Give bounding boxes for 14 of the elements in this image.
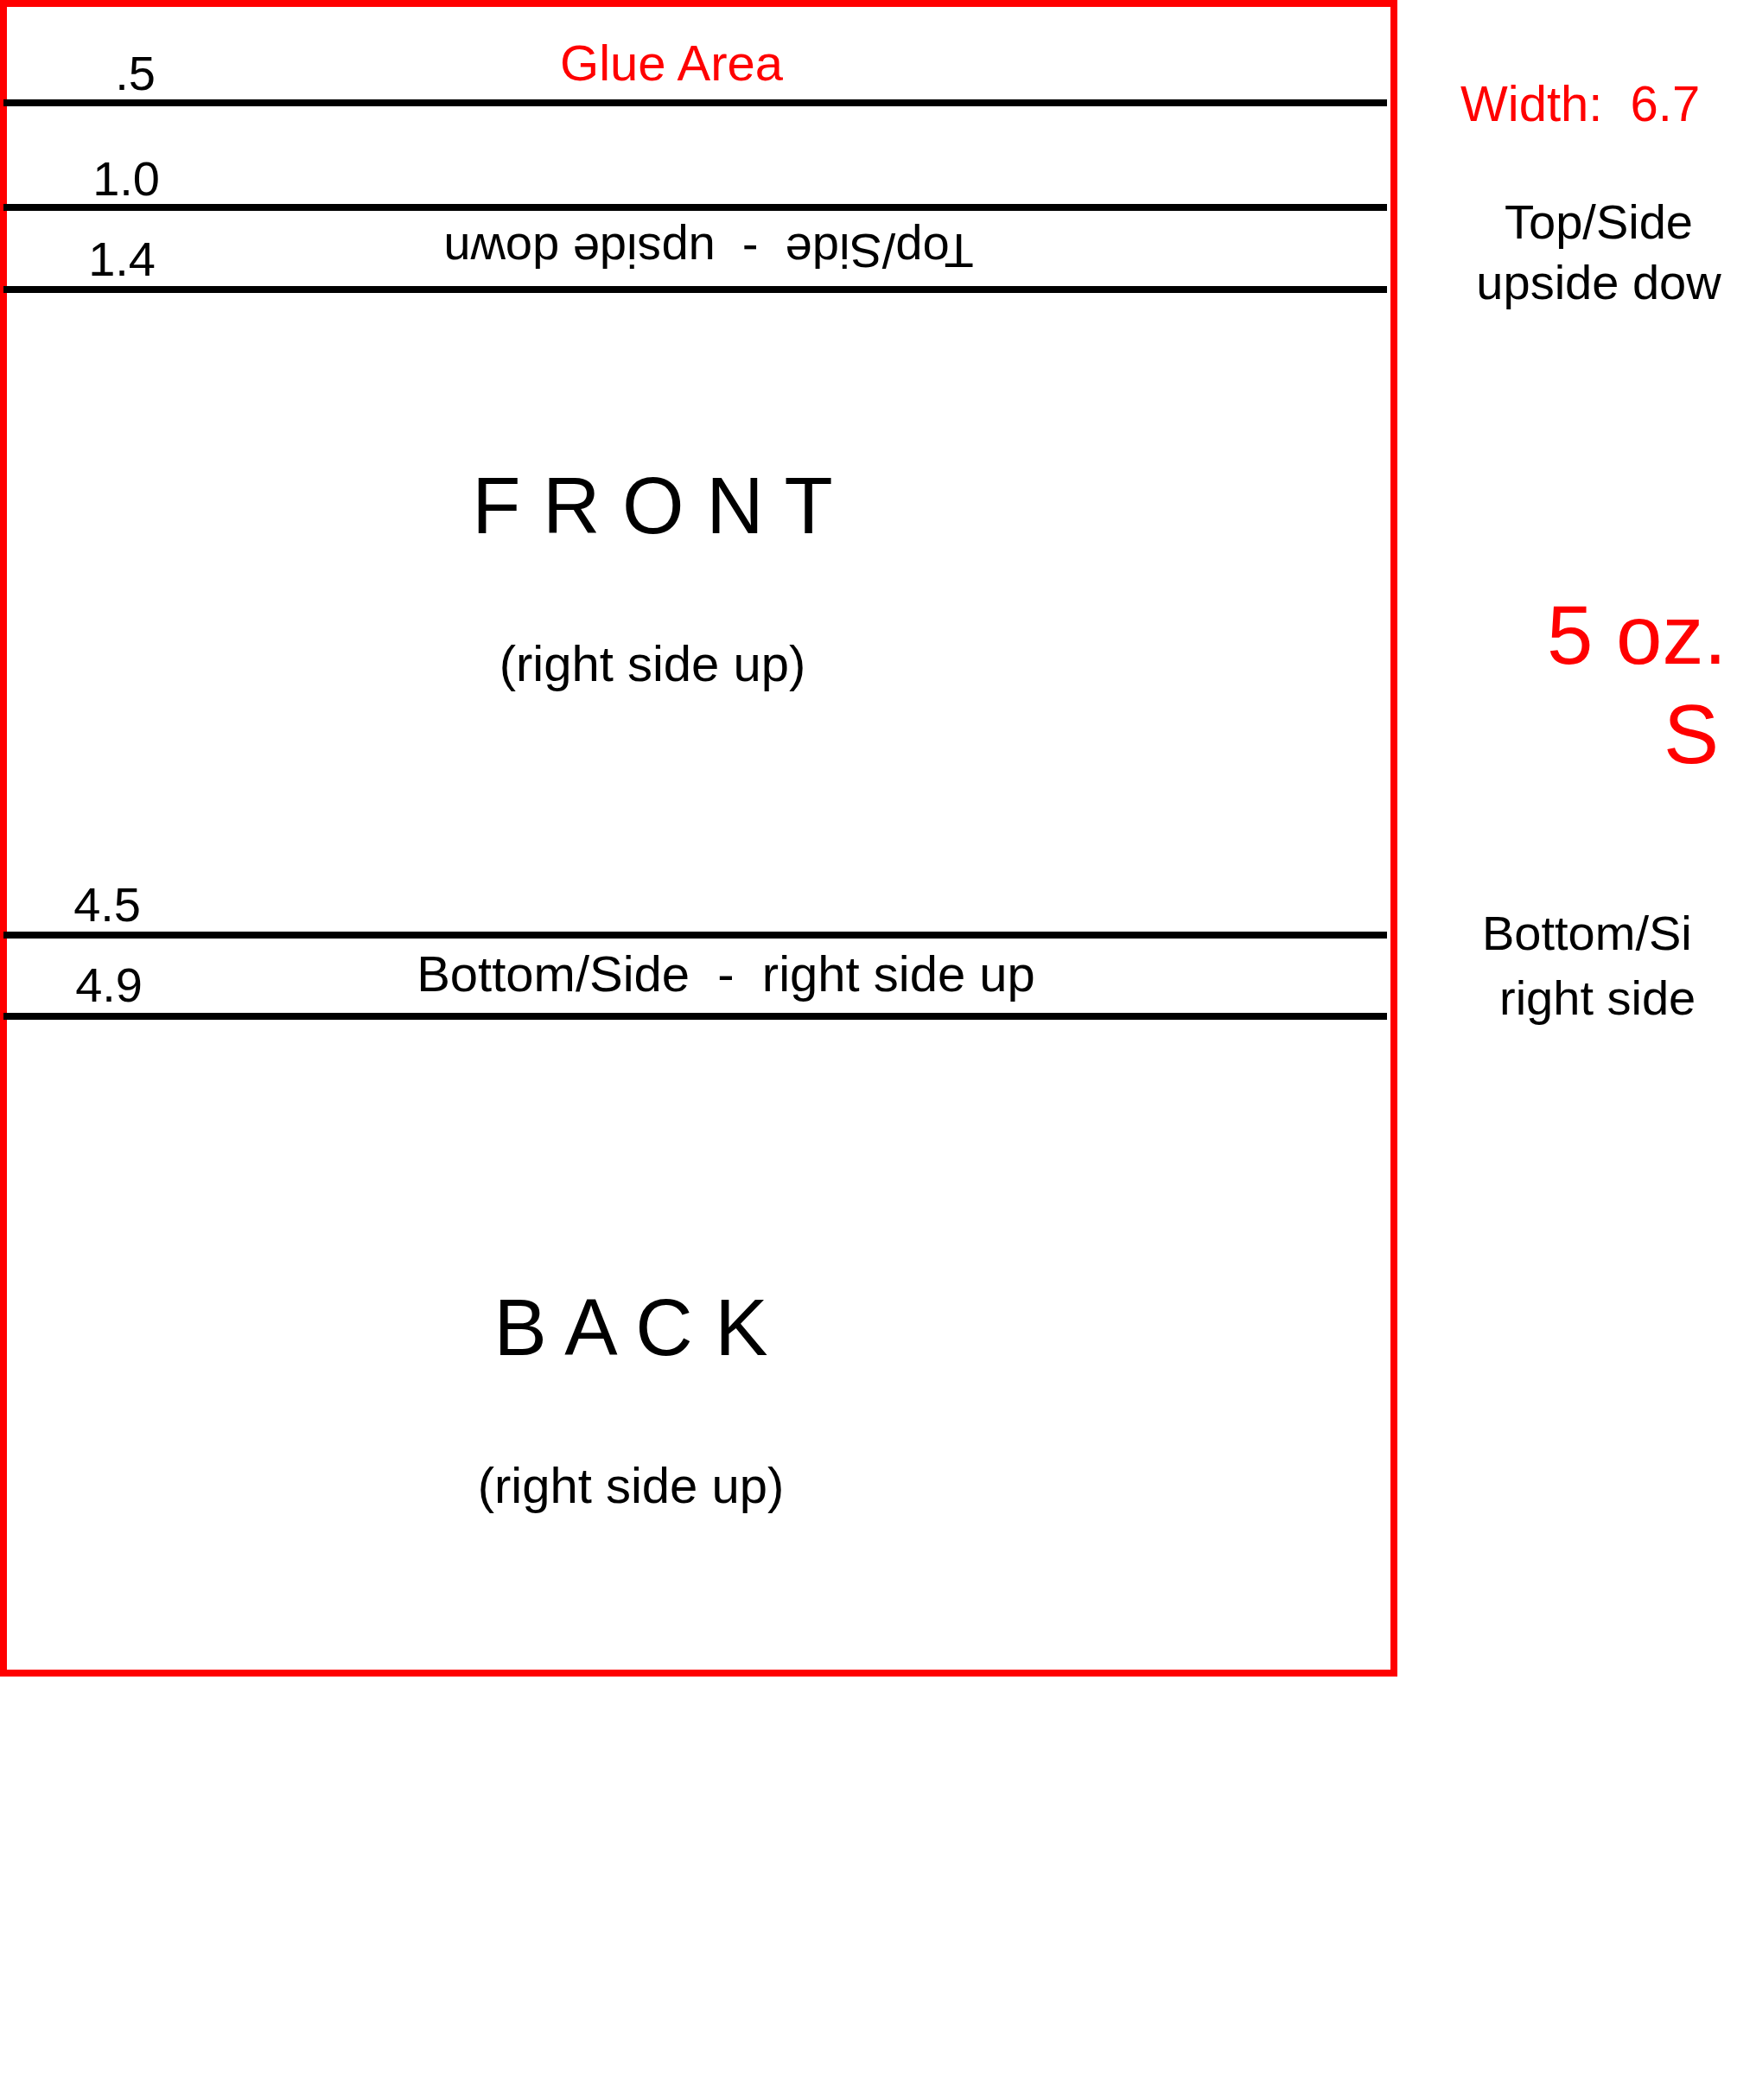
panel-title: B A C K: [493, 1288, 768, 1367]
side-note: right side: [1499, 970, 1696, 1027]
dimension-label: .5: [115, 45, 156, 102]
product-size-note: S: [1664, 687, 1720, 782]
dimension-note: Width: 6.7: [1460, 74, 1701, 133]
dimension-label: 4.9: [75, 957, 143, 1014]
side-note: Top/Side upside dow: [1475, 194, 1722, 311]
side-note: Bottom/Si: [1482, 905, 1692, 962]
product-size-note: 5 oz.: [1547, 588, 1727, 683]
panel-label: Glue Area: [560, 38, 783, 88]
dimension-label: 1.4: [88, 231, 156, 288]
panel-title: F R O N T: [472, 466, 833, 545]
dimension-label: 1.0: [92, 150, 160, 207]
dimension-label: 4.5: [73, 876, 141, 933]
